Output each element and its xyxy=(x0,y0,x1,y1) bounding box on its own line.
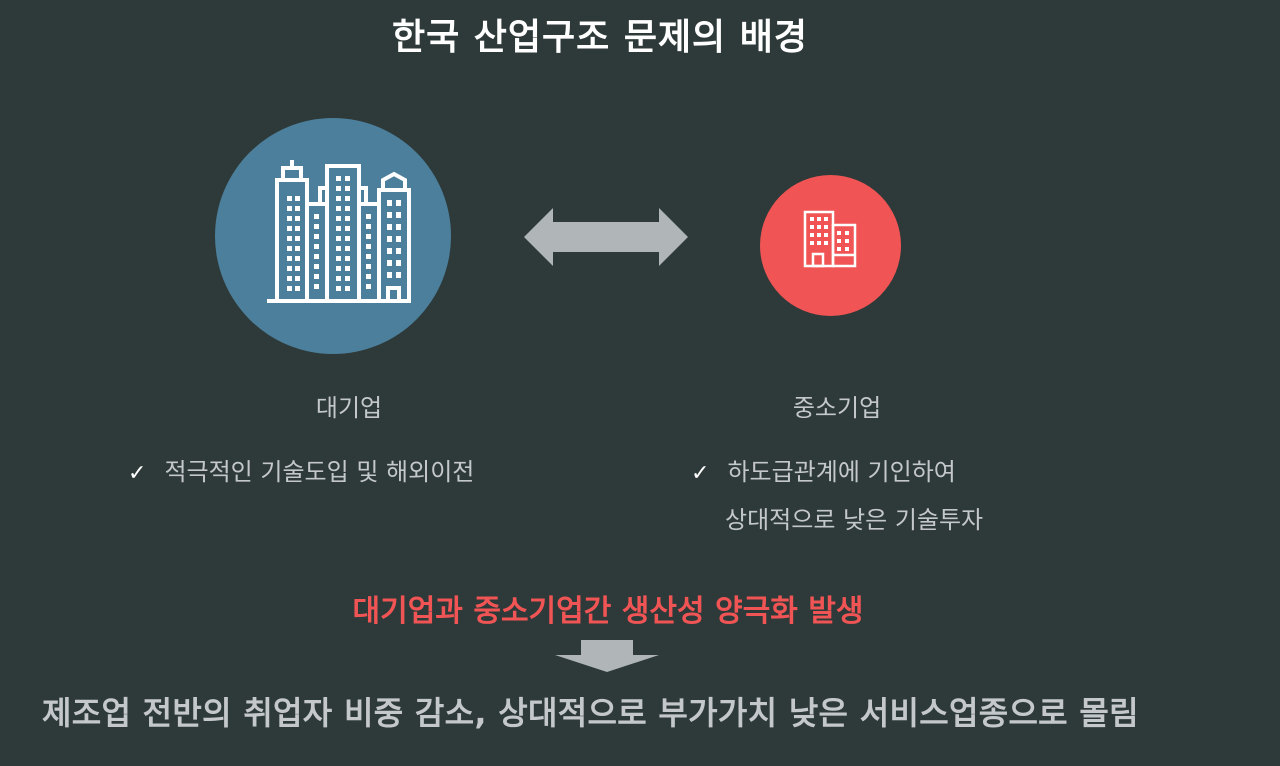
large-company-bullet: ✓ 적극적인 기술도입 및 해외이전 xyxy=(128,452,474,487)
large-company-circle xyxy=(215,118,451,354)
slide-title: 한국 산업구조 문제의 배경 xyxy=(392,17,808,58)
check-icon: ✓ xyxy=(691,461,710,486)
skyscrapers-icon xyxy=(267,160,411,303)
bullet-text: 하도급관계에 기인하여 xyxy=(727,458,956,486)
sme-bullet-continuation: 상대적으로 낮은 기술투자 xyxy=(725,506,984,534)
sme-label: 중소기업 xyxy=(792,394,882,422)
large-company-label: 대기업 xyxy=(315,394,383,422)
sme-bullet: ✓ 하도급관계에 기인하여 xyxy=(691,452,956,487)
office-building-icon xyxy=(803,210,857,268)
down-arrow-icon xyxy=(555,640,659,672)
double-arrow-icon xyxy=(524,208,688,266)
bullet-text: 적극적인 기술도입 및 해외이전 xyxy=(164,458,475,486)
check-icon: ✓ xyxy=(128,461,147,486)
conclusion-text: 제조업 전반의 취업자 비중 감소, 상대적으로 부가가치 낮은 서비스업종으로… xyxy=(42,694,1139,732)
sme-circle xyxy=(760,175,901,316)
polarization-highlight: 대기업과 중소기업간 생산성 양극화 발생 xyxy=(352,594,864,629)
